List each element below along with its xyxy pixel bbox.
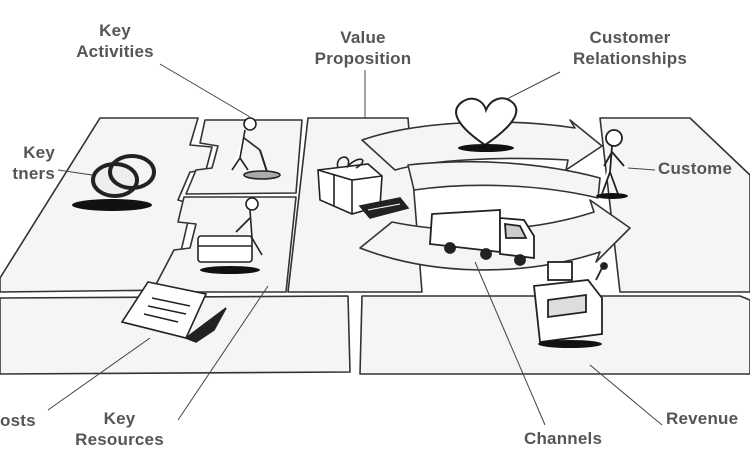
customer-relationships-label: Customer Relationships xyxy=(572,28,688,68)
leader-customer-segments xyxy=(627,167,656,171)
value-proposition-label: Value Proposition xyxy=(314,28,412,68)
leader-revenue xyxy=(589,364,663,426)
worker-with-box-icon xyxy=(197,197,263,274)
worker-digging-icon xyxy=(231,117,281,180)
revenue-label: Revenue xyxy=(666,409,739,428)
gift-box-icon xyxy=(317,156,383,215)
receipt-icon xyxy=(120,281,227,343)
delivery-truck-icon xyxy=(429,209,535,266)
inner-flow-band xyxy=(407,160,601,199)
channels-label: Channels xyxy=(524,429,603,448)
leader-key-activities xyxy=(159,63,251,118)
heart-icon xyxy=(455,97,518,152)
leader-channels xyxy=(474,261,546,426)
leader-key-resources xyxy=(177,285,269,421)
customer-person-icon xyxy=(596,129,628,199)
customer-segments-block xyxy=(599,117,750,293)
key-activities-label: Key Activities xyxy=(76,21,154,61)
leader-costs xyxy=(47,337,151,411)
cash-register-icon xyxy=(533,261,608,348)
leader-customer-relationships xyxy=(504,71,561,101)
costs-label: osts xyxy=(0,411,36,430)
customer-segments-label: Custome xyxy=(658,159,733,178)
leader-key-partners xyxy=(57,169,93,176)
rings-icon xyxy=(72,154,156,211)
key-partners-label: Key tners xyxy=(12,143,55,183)
key-resources-label: Key Resources xyxy=(75,409,164,449)
credit-card-icon xyxy=(358,197,410,219)
